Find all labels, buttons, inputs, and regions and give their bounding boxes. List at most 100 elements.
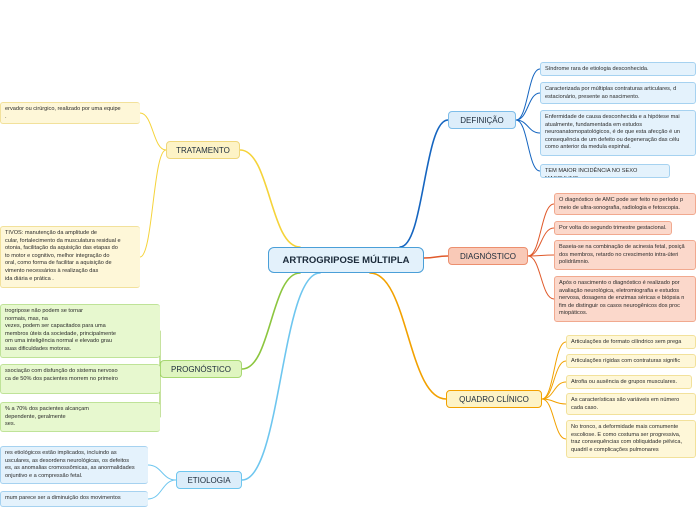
link-central-etiologia [241, 272, 321, 481]
leaf-text-line: vezes, podem ser capacitados para uma [5, 323, 106, 330]
leaf-text-line: ca de 50% dos pacientes morrem no primei… [5, 375, 118, 382]
leaf-text-line: om uma inteligência normal e elevado gra… [5, 338, 112, 345]
link-definicao-item-1 [515, 68, 541, 121]
diagnostico-item-4[interactable]: Após o nascimento o diagnóstico é realiz… [554, 276, 696, 322]
diagnostico-item-1[interactable]: O diagnóstico de AMC pode ser feito no p… [554, 193, 696, 215]
link-central-diagnostico [423, 255, 449, 259]
tratamento-item-1[interactable]: ervador ou cirúrgico, realizado por uma … [0, 102, 140, 124]
link-quadro-item-5 [541, 398, 567, 440]
link-etiologia-item-2 [147, 479, 177, 500]
link-central-quadro [369, 272, 447, 400]
leaf-text-line: cular, fortalecimento da musculatura res… [5, 237, 121, 244]
topic-tratamento[interactable]: TRATAMENTO [166, 141, 240, 159]
leaf-text-line: suas dificuldades motoras. [5, 345, 72, 352]
etiologia-item-2[interactable]: mum parece ser a diminuição dos moviment… [0, 491, 148, 507]
leaf-text-line: TEM MAIOR INCIDÊNCIA NO SEXO MASCULINO. [545, 168, 638, 177]
link-central-definicao [399, 119, 449, 248]
leaf-text-line: meio de ultra-sonografia, radiologia e f… [559, 204, 680, 211]
leaf-text-line: estacionário, presente ao nascimento. [545, 93, 640, 100]
leaf-text-line: Articulações de formato cilíndrico sem p… [571, 339, 682, 345]
leaf-text-line: O diagnóstico de AMC pode ser feito no p… [559, 197, 684, 203]
link-definicao-item-4 [515, 119, 541, 172]
leaf-text-line: otonia, facilitação da aquisição das eta… [5, 245, 118, 252]
topic-quadro-clinico[interactable]: QUADRO CLÍNICO [446, 390, 542, 408]
leaf-text-line: Após o nascimento o diagnóstico é realiz… [559, 280, 680, 286]
link-tratamento-item-2 [139, 149, 167, 258]
leaf-text-line: dos membros, retardo no crescimento intr… [559, 251, 679, 258]
topic-diagnostico[interactable]: DIAGNÓSTICO [448, 247, 528, 265]
quadro-item-4[interactable]: As características são variáveis em núme… [566, 393, 696, 415]
link-diagnostico-item-1 [527, 203, 555, 257]
link-central-tratamento [239, 149, 301, 248]
leaf-text-line: Por volta do segundo trimestre gestacion… [559, 225, 667, 231]
leaf-text-line: Articulações rígidas com contraturas sig… [571, 358, 681, 364]
diagnostico-item-2[interactable]: Por volta do segundo trimestre gestacion… [554, 221, 672, 235]
leaf-text-line: ses. [5, 421, 16, 428]
leaf-text-line: Enfermidade de causa desconhecida e a hi… [545, 114, 680, 120]
link-quadro-item-2 [541, 360, 567, 400]
leaf-text-line: No tronco, a deformidade mais comumente [571, 424, 679, 430]
definicao-item-4[interactable]: TEM MAIOR INCIDÊNCIA NO SEXO MASCULINO. [540, 164, 670, 178]
leaf-text-line: Atrofia ou ausência de grupos musculares… [571, 379, 678, 385]
leaf-text-line: normais, mas, na [5, 315, 48, 322]
link-diagnostico-item-3 [527, 254, 555, 257]
link-quadro-item-4 [541, 398, 567, 405]
leaf-text-line: dependente, geralmente [5, 413, 66, 420]
central-topic[interactable]: ARTROGRIPOSE MÚLTIPLA [268, 247, 424, 273]
leaf-text-line: miopáticos. [559, 310, 588, 317]
etiologia-item-1[interactable]: res etiológicos estão implicados, inclui… [0, 446, 148, 484]
topic-prognostico[interactable]: PROGNÓSTICO [160, 360, 242, 378]
link-tratamento-item-1 [139, 112, 167, 151]
leaf-text-line: ssociação com disfunção do sistema nervo… [5, 368, 118, 374]
link-diagnostico-item-2 [527, 227, 555, 257]
leaf-text-line: res etiológicos estão implicados, inclui… [5, 450, 117, 456]
leaf-text-line: vimento necessários à realização das [5, 267, 99, 274]
definicao-item-1[interactable]: Síndrome rara de etiologia desconhecida. [540, 62, 696, 76]
leaf-text-line: oral, como forma de facilitar a aquisiçã… [5, 260, 112, 267]
leaf-text-line: atualmente, fundamentada em estudos [545, 121, 643, 128]
leaf-text-line: ervador ou cirúrgico, realizado por uma … [5, 106, 121, 112]
leaf-text-line: mum parece ser a diminuição dos moviment… [5, 495, 121, 501]
leaf-text-line: es, as anomalias cromossômicas, as anorm… [5, 465, 135, 472]
leaf-text-line: usculares, as desordens neurológicas, os… [5, 457, 130, 464]
link-diagnostico-item-4 [527, 255, 555, 300]
leaf-text-line: traz consequências com obliquidade pélvi… [571, 439, 683, 446]
quadro-item-1[interactable]: Articulações de formato cilíndrico sem p… [566, 335, 696, 349]
leaf-text-line: As características são variáveis em núme… [571, 397, 680, 403]
leaf-text-line: avaliação neurológica, eletromiografia e… [559, 287, 680, 294]
leaf-text-line: ida diária e prática . [5, 275, 54, 282]
leaf-text-line: polidrâmnio. [559, 259, 590, 266]
leaf-text-line: Caracterizada por múltiplas contraturas … [545, 86, 677, 92]
definicao-item-3[interactable]: Enfermidade de causa desconhecida e a hi… [540, 110, 696, 156]
leaf-text-line: Baseia-se na combinação de acinesia feta… [559, 244, 685, 250]
leaf-text-line: onjuntivo e a compressão fetal. [5, 472, 83, 479]
diagnostico-item-3[interactable]: Baseia-se na combinação de acinesia feta… [554, 240, 696, 270]
link-etiologia-item-1 [147, 464, 177, 481]
link-quadro-item-3 [541, 381, 567, 400]
leaf-text-line: neuroanatomopatológicos, é de que esta a… [545, 129, 680, 136]
quadro-item-3[interactable]: Atrofia ou ausência de grupos musculares… [566, 375, 692, 389]
leaf-text-line: fim de distinguir os casos neurogênicos … [559, 302, 680, 309]
leaf-text-line: cada caso. [571, 404, 599, 411]
link-quadro-item-1 [541, 341, 567, 400]
leaf-text-line: to motor e cognitivo, melhor integração … [5, 252, 110, 259]
leaf-text-line: nervosa, dosagens de enzimas séricas e b… [559, 295, 685, 302]
leaf-text-line: como anterior da medula espinhal. [545, 144, 631, 151]
definicao-item-2[interactable]: Caracterizada por múltiplas contraturas … [540, 82, 696, 104]
leaf-text-line: quadril e complicações pulmonares [571, 446, 659, 453]
link-central-prognostico [241, 272, 301, 370]
topic-etiologia[interactable]: ETIOLOGIA [176, 471, 242, 489]
leaf-text-line: trogripose não podem se tornar [5, 308, 84, 314]
leaf-text-line: TIVOS: manutenção da amplitude de [5, 230, 98, 236]
link-definicao-item-2 [515, 92, 541, 121]
leaf-text-line: Síndrome rara de etiologia desconhecida. [545, 66, 649, 72]
leaf-text-line: . [5, 113, 7, 120]
quadro-item-2[interactable]: Articulações rígidas com contraturas sig… [566, 354, 696, 368]
prognostico-item-2[interactable]: ssociação com disfunção do sistema nervo… [0, 364, 160, 394]
topic-definicao[interactable]: DEFINIÇÃO [448, 111, 516, 129]
